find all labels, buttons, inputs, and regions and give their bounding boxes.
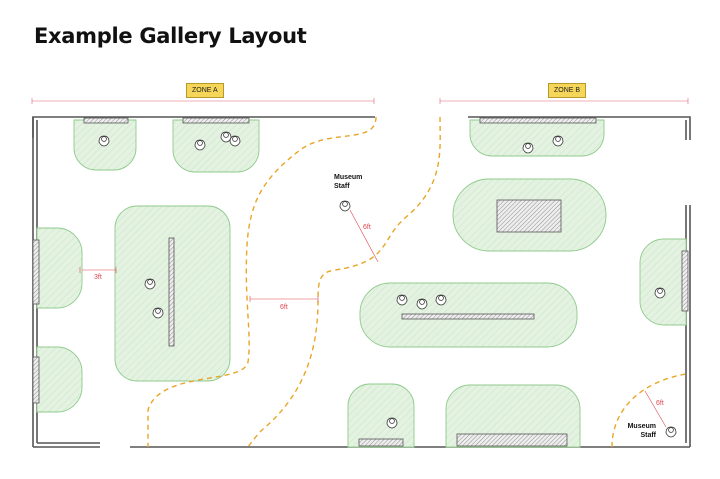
display-case: [681, 250, 689, 312]
visitor-icon: [654, 287, 666, 299]
staff-icon: [665, 426, 677, 438]
display-case: [182, 117, 250, 124]
visitor-icon: [220, 131, 232, 143]
display-case: [456, 433, 568, 447]
visitor-icon: [435, 294, 447, 306]
visitor-icon: [98, 135, 110, 147]
visitor-path: [147, 116, 687, 448]
visitor-icon: [386, 417, 398, 429]
distance-label: 6ft: [280, 304, 288, 311]
visitor-icon: [552, 135, 564, 147]
visitor-icon: [144, 278, 156, 290]
exhibit-zones: [36, 119, 687, 448]
visitor-icon: [396, 294, 408, 306]
exhibit-zone: [639, 238, 687, 326]
display-case: [168, 237, 175, 347]
zone-b-tag: ZONE B: [548, 83, 587, 98]
visitor-icon: [229, 135, 241, 147]
zone-a-dimension: [31, 98, 375, 104]
display-case: [496, 199, 562, 233]
display-cases: [32, 117, 689, 447]
staff-label-line2: Staff: [640, 432, 656, 439]
visitor-icon: [194, 139, 206, 151]
page-title: Example Gallery Layout: [34, 24, 307, 48]
visitor-icon: [152, 307, 164, 319]
staff-label-line2: Staff: [334, 183, 350, 190]
staff-icon: [339, 200, 351, 212]
display-case: [32, 356, 40, 404]
exhibit-zone: [347, 383, 415, 448]
zone-a-tag: ZONE A: [186, 83, 224, 98]
exhibit-zone: [36, 227, 83, 309]
display-case: [32, 239, 40, 305]
visitor-icon: [522, 142, 534, 154]
visitor-icon: [416, 298, 428, 310]
zone-b-dimension: [439, 98, 689, 104]
display-case: [358, 438, 404, 447]
distance-markers: [79, 209, 667, 428]
staff-members: Museum Staff Museum Staff: [334, 174, 677, 439]
exhibit-zone: [469, 119, 605, 157]
distance-label: 6ft: [656, 400, 664, 407]
distance-label: 3ft: [94, 274, 102, 281]
exhibit-zone: [36, 346, 83, 413]
display-case: [83, 117, 129, 124]
exhibit-zone: [172, 119, 260, 173]
display-case: [401, 313, 535, 320]
staff-label-line1: Museum: [628, 423, 656, 430]
display-case: [479, 117, 597, 124]
distance-label: 6ft: [363, 224, 371, 231]
staff-label-line1: Museum: [334, 174, 362, 181]
exhibit-zone: [445, 384, 581, 448]
